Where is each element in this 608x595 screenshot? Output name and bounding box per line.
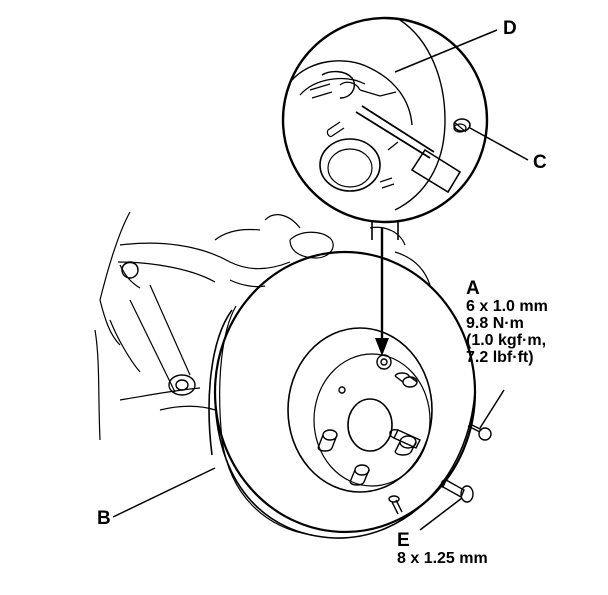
callout-D-label: D — [503, 18, 517, 39]
callout-A-spec-1: 6 x 1.0 mm — [466, 298, 548, 315]
callout-A-label: A — [466, 278, 480, 299]
callout-C-label: C — [533, 152, 547, 173]
callout-B-label: B — [97, 508, 111, 529]
leader-B — [112, 467, 216, 518]
callout-A-spec-3: (1.0 kgf·m, — [466, 332, 547, 349]
screw-A — [467, 423, 492, 441]
leader-E — [419, 497, 463, 531]
leader-C — [469, 127, 529, 161]
wheel-studs — [317, 372, 418, 486]
lower-arm-bushing — [121, 261, 196, 396]
callout-A: A 6 x 1.0 mm 9.8 N·m (1.0 kgf·m, 7.2 lbf… — [466, 279, 548, 366]
callout-A-spec-2: 9.8 N·m — [466, 315, 524, 332]
flange-bolt — [389, 428, 421, 449]
leader-D — [394, 29, 498, 73]
bolt-E — [440, 479, 474, 503]
leader-lines — [112, 29, 529, 531]
callout-A-spec-4: 7.2 lbf·ft) — [466, 349, 534, 366]
screw-A-hole — [376, 354, 392, 370]
callout-E-label: E — [397, 530, 410, 551]
callout-E: E 8 x 1.25 mm — [397, 531, 488, 567]
suspension-knuckle — [94, 211, 431, 441]
leader-A — [479, 389, 505, 429]
detail-inset — [281, 16, 489, 224]
brake-disc — [208, 250, 477, 539]
indicator-arrow — [375, 228, 389, 356]
inset-stem — [371, 222, 399, 240]
callout-E-spec-1: 8 x 1.25 mm — [397, 550, 488, 567]
small-bolt — [388, 495, 403, 515]
